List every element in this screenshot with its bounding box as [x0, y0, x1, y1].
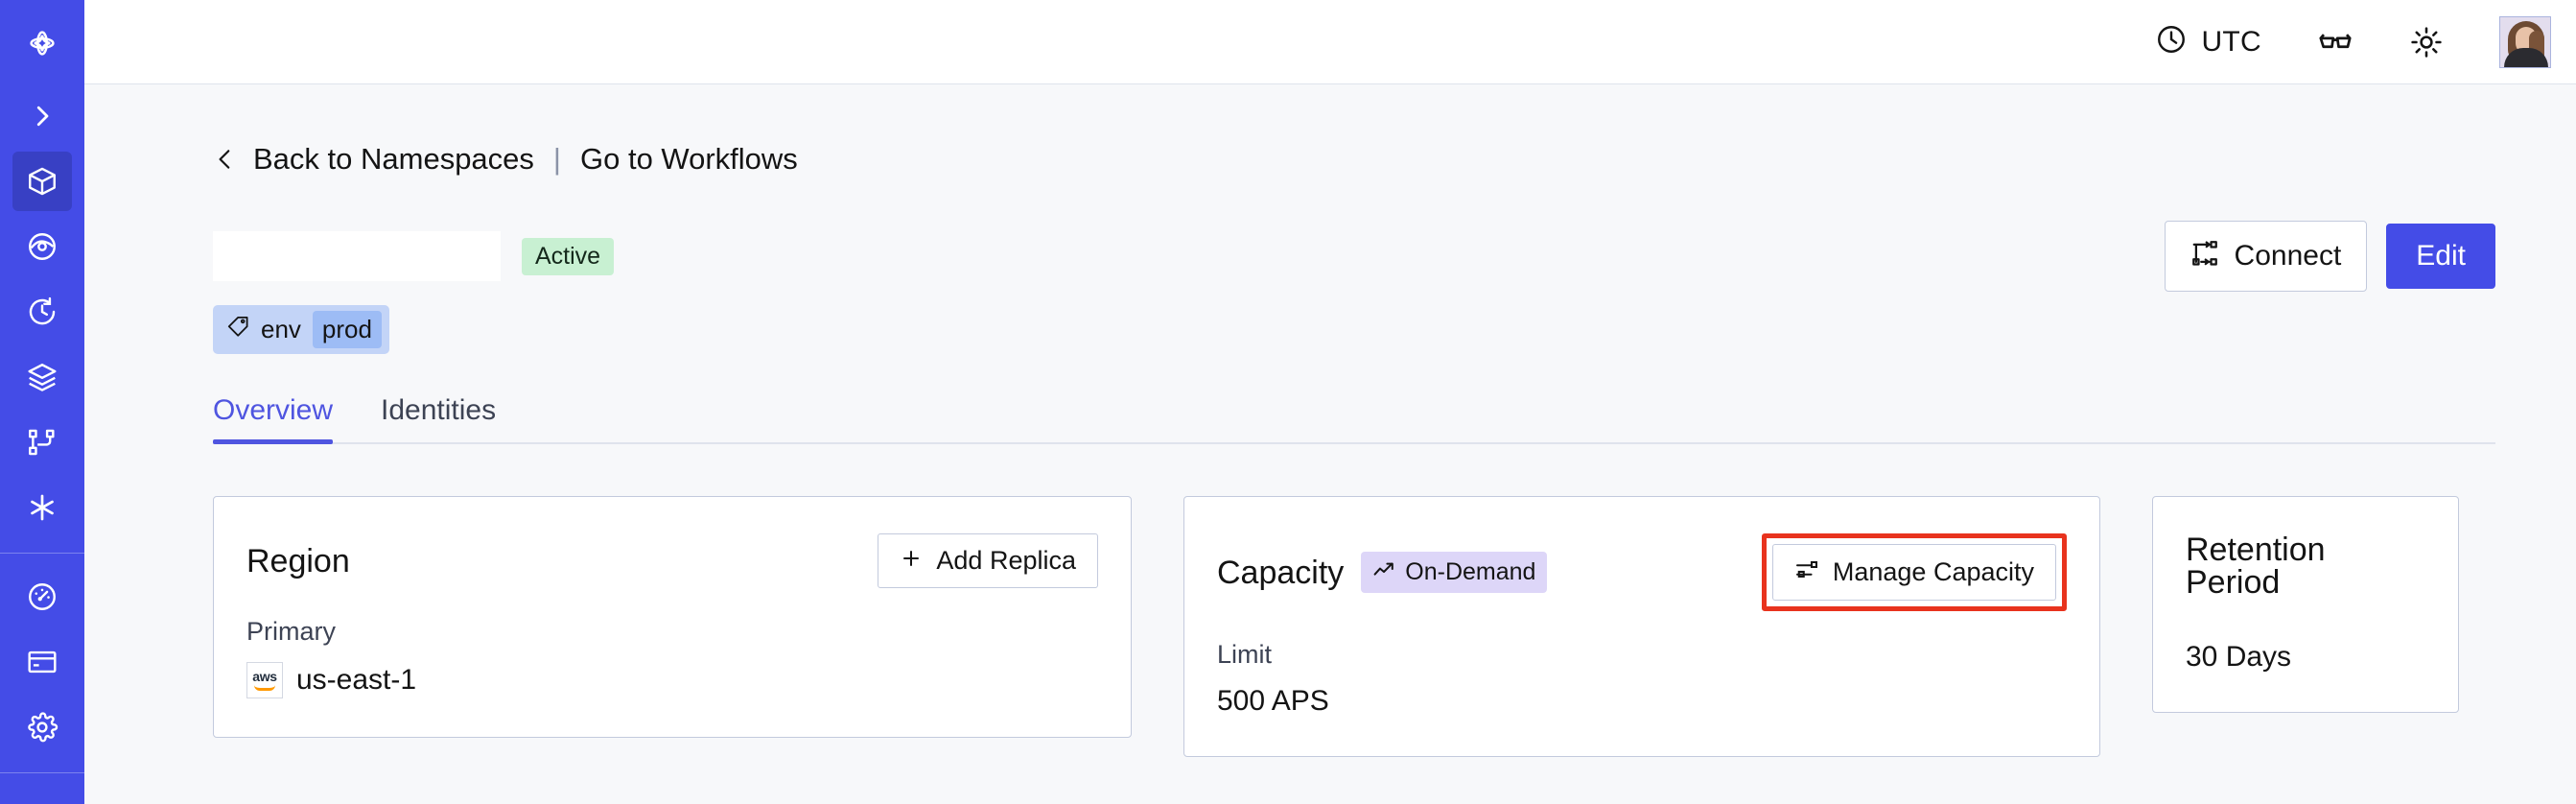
chevron-left-icon[interactable] [213, 143, 238, 176]
sidebar-item-billing[interactable] [12, 632, 72, 692]
tag-icon [226, 315, 249, 344]
credit-card-icon [26, 646, 59, 678]
plus-icon [900, 547, 923, 575]
page-title [213, 231, 501, 281]
card-region-label: Primary [246, 617, 336, 646]
sidebar-divider-bottom [0, 772, 84, 773]
sidebar-item-nexus[interactable] [12, 478, 72, 537]
sidebar-item-settings[interactable] [12, 698, 72, 757]
gauge-icon [26, 580, 59, 613]
manage-capacity-button[interactable]: Manage Capacity [1771, 544, 2056, 601]
sun-icon[interactable] [2409, 25, 2444, 59]
sidebar-item-namespaces[interactable] [12, 152, 72, 211]
main-column: UTC [84, 0, 2576, 804]
layers-icon [26, 361, 59, 393]
card-retention-title: Retention Period [2186, 532, 2326, 601]
card-region-header: Region Add Replica [246, 533, 1098, 588]
topbar-actions: UTC [2155, 15, 2551, 68]
add-replica-button[interactable]: Add Replica [878, 533, 1098, 588]
card-retention-value: 30 Days [2186, 641, 2292, 673]
aws-logo-text: aws [252, 669, 277, 684]
avatar[interactable] [2499, 15, 2551, 68]
tag-value: prod [312, 311, 382, 348]
capacity-mode-label: On-Demand [1405, 558, 1536, 585]
card-capacity-value: 500 APS [1217, 685, 1329, 717]
tab-identities[interactable]: Identities [381, 394, 497, 426]
avatar-body [2504, 47, 2548, 67]
sidebar-item-observability[interactable] [12, 217, 72, 276]
add-replica-label: Add Replica [936, 546, 1076, 575]
card-region-value: us-east-1 [296, 664, 417, 696]
manage-capacity-label: Manage Capacity [1832, 557, 2034, 586]
card-capacity-header: Capacity On-Demand [1217, 533, 2067, 611]
page-content: Back to Namespaces | Go to Workflows Act… [84, 84, 2576, 804]
asterisk-icon [26, 491, 59, 524]
connect-button[interactable]: Connect [2164, 221, 2368, 292]
sidebar-divider-top [0, 553, 84, 554]
namespace-header-left: Active [213, 231, 615, 281]
breadcrumb-workflows-link[interactable]: Go to Workflows [579, 142, 798, 176]
tab-overview[interactable]: Overview [213, 396, 334, 444]
trending-up-icon [1372, 558, 1395, 586]
card-retention-period: Retention Period 30 Days [2152, 496, 2459, 713]
sidebar [0, 0, 84, 804]
tab-bar: Overview Identities [213, 396, 2495, 444]
glasses-icon[interactable] [2317, 24, 2354, 60]
aws-logo-smile [254, 685, 275, 691]
aws-logo-icon: aws [246, 662, 283, 698]
card-capacity: Capacity On-Demand [1183, 496, 2100, 757]
tag-chip-env[interactable]: env prod [213, 305, 389, 354]
breadcrumb-separator: | [552, 142, 561, 176]
sidebar-item-batch-operations[interactable] [12, 347, 72, 407]
timezone-label: UTC [2201, 25, 2261, 58]
connect-button-label: Connect [2234, 240, 2342, 272]
gear-icon [26, 711, 59, 744]
status-badge: Active [522, 237, 615, 275]
capacity-mode-badge: On-Demand [1361, 552, 1548, 593]
edit-button[interactable]: Edit [2386, 224, 2495, 289]
edit-button-label: Edit [2416, 240, 2466, 272]
sidebar-item-workflows[interactable] [12, 413, 72, 472]
expand-sidebar-button[interactable] [12, 86, 72, 146]
clock-arrow-icon [26, 296, 59, 328]
annotation-highlight-manage-capacity: Manage Capacity [1761, 533, 2067, 611]
breadcrumb-back-link[interactable]: Back to Namespaces [253, 142, 534, 176]
cube-icon [26, 165, 59, 198]
sidebar-item-schedules[interactable] [12, 282, 72, 342]
card-region-title-group: Region [246, 545, 350, 578]
clock-icon [2155, 23, 2188, 60]
connect-flow-icon [2190, 239, 2219, 273]
card-region: Region Add Replica Primary [213, 496, 1132, 738]
timezone-selector[interactable]: UTC [2155, 23, 2261, 60]
breadcrumb: Back to Namespaces | Go to Workflows [213, 142, 2495, 177]
temporal-logo-icon[interactable] [12, 13, 72, 73]
card-capacity-title-group: Capacity On-Demand [1217, 552, 1548, 593]
card-capacity-title: Capacity [1217, 554, 1345, 591]
tag-key: env [261, 315, 301, 343]
card-capacity-label: Limit [1217, 640, 1273, 669]
git-branch-icon [26, 426, 59, 459]
card-region-value-row: aws us-east-1 [246, 662, 1098, 698]
namespace-header: Active [213, 221, 2495, 292]
sidebar-item-usage[interactable] [12, 567, 72, 627]
namespace-actions: Connect Edit [2164, 221, 2495, 292]
namespace-tags: env prod [213, 305, 2495, 354]
topbar: UTC [84, 0, 2576, 84]
overview-cards: Region Add Replica Primary [213, 496, 2495, 757]
sliders-icon [1794, 557, 1819, 587]
eye-icon [26, 230, 59, 263]
card-region-title: Region [246, 542, 350, 579]
